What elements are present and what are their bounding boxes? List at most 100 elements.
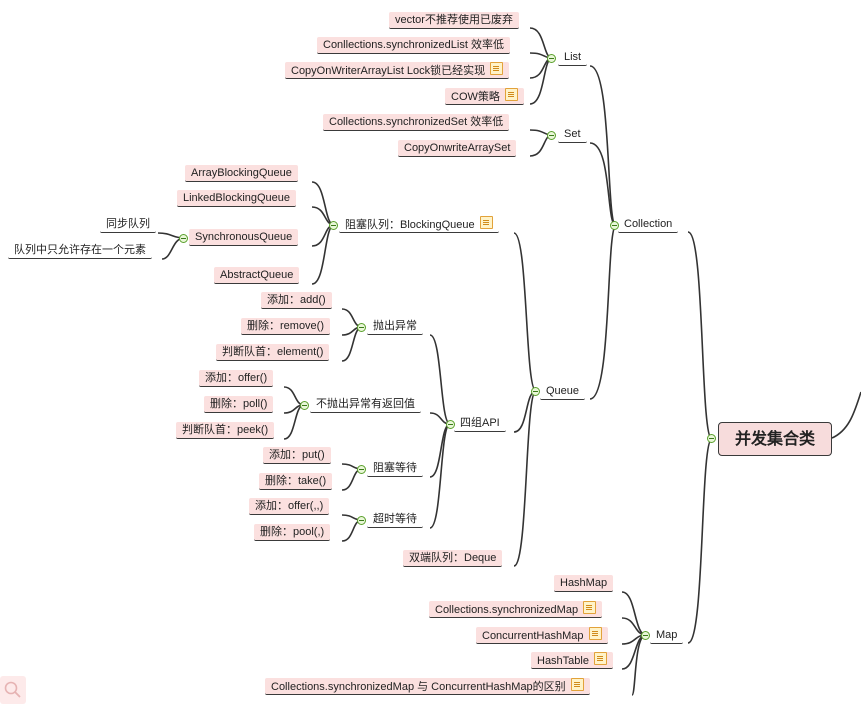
map-item-label: Collections.synchronizedMap	[435, 604, 579, 616]
blocking-queue-item-label: ArrayBlockingQueue	[191, 167, 292, 179]
api-group-label: 不抛出异常有返回值	[316, 398, 415, 410]
api-item-label: 添加：offer(,,)	[255, 500, 324, 512]
api-item-label: 删除：pool(,)	[260, 526, 325, 538]
minus-toggle-icon[interactable]	[357, 516, 366, 525]
map-item[interactable]: HashTable	[531, 652, 613, 669]
note-icon[interactable]	[490, 62, 504, 75]
map-item[interactable]: HashMap	[554, 575, 614, 592]
blocking-queue-item-label: LinkedBlockingQueue	[183, 192, 291, 204]
api-item-label: 删除：poll()	[210, 398, 268, 410]
map-item-label: HashMap	[560, 577, 608, 589]
set-item[interactable]: CopyOnwriteArraySet	[398, 140, 517, 157]
map-node[interactable]: Map	[650, 627, 684, 644]
api-item-label: 删除：remove()	[247, 320, 325, 332]
api-group[interactable]: 不抛出异常有返回值	[310, 396, 421, 413]
set-node[interactable]: Set	[558, 126, 587, 143]
api-group-label: 抛出异常	[373, 320, 417, 332]
note-icon[interactable]	[570, 678, 584, 691]
queue-label: Queue	[546, 385, 580, 397]
blocking-queue-item[interactable]: LinkedBlockingQueue	[177, 190, 297, 207]
search-icon	[4, 681, 21, 698]
synchronous-child[interactable]: 同步队列	[100, 216, 156, 233]
set-label: Set	[564, 128, 581, 140]
api-item[interactable]: 判断队首：peek()	[176, 422, 275, 439]
search-button[interactable]	[0, 676, 26, 704]
minus-toggle-icon[interactable]	[329, 221, 338, 230]
synchronous-child-label: 同步队列	[106, 218, 150, 230]
list-item[interactable]: vector不推荐使用已废弃	[389, 12, 519, 29]
collection-label: Collection	[624, 218, 673, 230]
api-item[interactable]: 添加：add()	[261, 292, 332, 309]
api-item-label: 判断队首：peek()	[182, 424, 269, 436]
map-item[interactable]: Collections.synchronizedMap	[429, 601, 603, 618]
api-item-label: 添加：put()	[269, 449, 325, 461]
list-label: List	[564, 51, 582, 63]
map-item[interactable]: Collections.synchronizedMap 与 Concurrent…	[265, 678, 590, 695]
note-icon[interactable]	[593, 652, 607, 665]
blocking-queue-label: 阻塞队列：BlockingQueue	[345, 219, 475, 231]
minus-toggle-icon[interactable]	[610, 221, 619, 230]
synchronous-child[interactable]: 队列中只允许存在一个元素	[8, 242, 152, 259]
map-label: Map	[656, 629, 678, 641]
api-item[interactable]: 添加：offer(,,)	[249, 498, 330, 515]
list-item-label: vector不推荐使用已废弃	[395, 14, 513, 26]
synchronous-child-label: 队列中只允许存在一个元素	[14, 244, 146, 256]
set-item[interactable]: Collections.synchronizedSet 效率低	[323, 114, 510, 131]
minus-toggle-icon[interactable]	[707, 434, 716, 443]
api-group[interactable]: 抛出异常	[367, 318, 423, 335]
minus-toggle-icon[interactable]	[357, 323, 366, 332]
note-icon[interactable]	[583, 601, 597, 614]
list-item[interactable]: COW策略	[445, 88, 524, 105]
note-icon[interactable]	[479, 216, 493, 229]
deque-node[interactable]: 双端队列：Deque	[403, 550, 503, 567]
minus-toggle-icon[interactable]	[446, 420, 455, 429]
api-group[interactable]: 超时等待	[367, 511, 423, 528]
minus-toggle-icon[interactable]	[547, 54, 556, 63]
api-item[interactable]: 删除：pool(,)	[254, 524, 331, 541]
minus-toggle-icon[interactable]	[641, 631, 650, 640]
list-item-label: CopyOnWriterArrayList Lock锁已经实现	[291, 65, 486, 77]
api-item-label: 添加：offer()	[205, 372, 268, 384]
api-item[interactable]: 删除：poll()	[204, 396, 274, 413]
set-item-label: Collections.synchronizedSet 效率低	[329, 116, 504, 128]
api-item[interactable]: 添加：offer()	[199, 370, 274, 387]
list-item[interactable]: Conllections.synchronizedList 效率低	[317, 37, 510, 54]
minus-toggle-icon[interactable]	[300, 401, 309, 410]
api-item-label: 删除：take()	[265, 475, 327, 487]
api-item[interactable]: 判断队首：element()	[216, 344, 330, 361]
minus-toggle-icon[interactable]	[531, 387, 540, 396]
map-item-label: HashTable	[537, 655, 589, 667]
api-group-label: 阻塞等待	[373, 462, 417, 474]
set-item-label: CopyOnwriteArraySet	[404, 142, 511, 154]
list-item[interactable]: CopyOnWriterArrayList Lock锁已经实现	[285, 62, 510, 79]
map-item[interactable]: ConcurrentHashMap	[476, 627, 608, 644]
api-node[interactable]: 四组API	[454, 415, 506, 432]
api-group-label: 超时等待	[373, 513, 417, 525]
note-icon[interactable]	[588, 627, 602, 640]
root-node[interactable]: 并发集合类	[718, 422, 832, 456]
blocking-queue-item[interactable]: ArrayBlockingQueue	[185, 165, 298, 182]
blocking-queue-item[interactable]: SynchronousQueue	[189, 229, 299, 246]
deque-label: 双端队列：Deque	[409, 552, 497, 564]
api-item[interactable]: 删除：remove()	[241, 318, 331, 335]
minus-toggle-icon[interactable]	[547, 131, 556, 140]
collection-node[interactable]: Collection	[618, 216, 679, 233]
api-group[interactable]: 阻塞等待	[367, 460, 423, 477]
blocking-queue-item-label: AbstractQueue	[220, 269, 294, 281]
api-item[interactable]: 删除：take()	[259, 473, 333, 490]
map-item-label: ConcurrentHashMap	[482, 630, 584, 642]
api-item-label: 添加：add()	[267, 294, 326, 306]
api-item-label: 判断队首：element()	[222, 346, 324, 358]
minus-toggle-icon[interactable]	[179, 234, 188, 243]
map-item-label: Collections.synchronizedMap 与 Concurrent…	[271, 681, 566, 693]
list-item-label: Conllections.synchronizedList 效率低	[323, 39, 504, 51]
blocking-queue-node[interactable]: 阻塞队列：BlockingQueue	[339, 216, 499, 233]
list-node[interactable]: List	[558, 49, 588, 66]
blocking-queue-item[interactable]: AbstractQueue	[214, 267, 300, 284]
note-icon[interactable]	[504, 88, 518, 101]
minus-toggle-icon[interactable]	[357, 465, 366, 474]
api-item[interactable]: 添加：put()	[263, 447, 331, 464]
api-label: 四组API	[460, 417, 500, 429]
queue-node[interactable]: Queue	[540, 383, 586, 400]
